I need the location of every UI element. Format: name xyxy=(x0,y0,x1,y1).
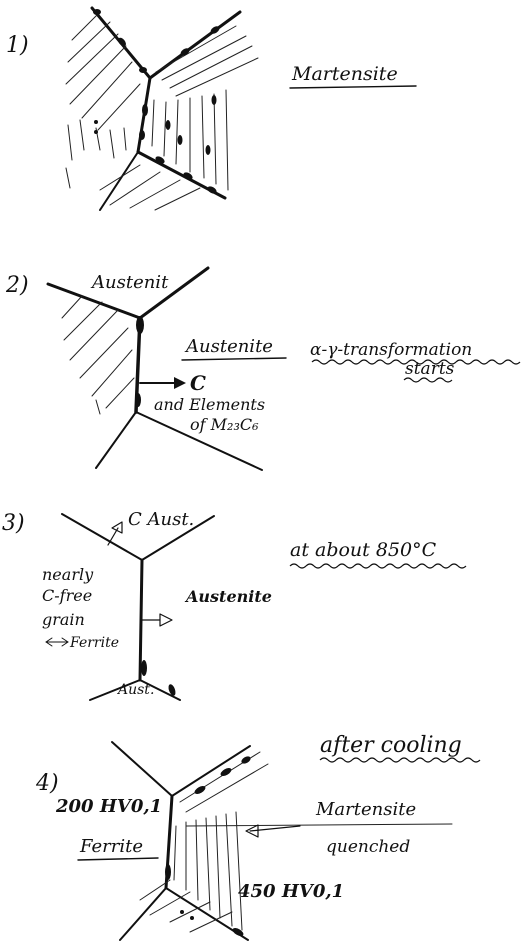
carbide-particles xyxy=(93,9,220,194)
panel-3-number: 3) xyxy=(2,511,25,536)
wavy-underline xyxy=(311,359,521,365)
panel-3: 3) C Aust. Austenite at about 850°C near… xyxy=(2,509,467,701)
after-cooling-title: after cooling xyxy=(320,733,462,758)
grain-boundary xyxy=(139,679,181,701)
grain-boundary xyxy=(141,515,215,561)
transformation-note: α-γ-transformation xyxy=(310,340,472,360)
panel-4: 4) after cooling xyxy=(35,733,481,941)
panel-1: 1) xyxy=(6,6,417,211)
carbide-particle xyxy=(136,316,144,334)
carbide-particle xyxy=(135,393,141,407)
double-arrow-icon xyxy=(45,637,69,647)
grain-boundary xyxy=(95,411,137,469)
carbide-particle xyxy=(168,684,176,696)
underline xyxy=(289,85,417,89)
martensite-label: Martensite xyxy=(291,63,398,85)
grain-boundary xyxy=(135,411,263,471)
panel-4-number: 4) xyxy=(35,771,59,796)
carbide-particle xyxy=(141,660,147,676)
grain-boundary xyxy=(61,513,143,561)
martensite-laths xyxy=(61,295,135,415)
elements-label: and Elements xyxy=(154,395,265,414)
wavy-underline xyxy=(289,563,467,569)
bottom-austenite-label: Aust. xyxy=(116,682,154,698)
ferrite-label: Ferrite xyxy=(79,836,143,857)
pointer-line xyxy=(185,823,453,827)
carbide-particles xyxy=(165,756,251,936)
grain-boundary xyxy=(119,887,167,941)
underline xyxy=(77,857,159,861)
martensite-laths xyxy=(65,11,259,211)
temperature-note: at about 850°C xyxy=(290,539,437,561)
nearly-label: nearly xyxy=(42,565,94,584)
wavy-underline xyxy=(319,757,481,763)
carbide-formula-label: of M₂₃C₆ xyxy=(190,415,259,434)
grain-boundary xyxy=(138,558,144,682)
grain-boundary xyxy=(46,282,142,320)
carbon-diffusion-arrow xyxy=(139,377,186,389)
grain-boundary xyxy=(111,741,173,797)
grain-boundary xyxy=(171,745,251,797)
panel-2-number: 2) xyxy=(5,273,29,298)
austenite-label: Austenite xyxy=(184,587,272,606)
grain-boundary xyxy=(138,266,210,320)
martensite-label: Martensite xyxy=(315,799,416,820)
grain-boundary xyxy=(99,151,139,211)
martensite-laths xyxy=(139,751,269,933)
diffusion-arrow-right xyxy=(141,613,173,627)
pointer-arrow xyxy=(245,824,301,838)
quenched-label: quenched xyxy=(326,837,410,857)
c-free-label: C-free xyxy=(42,586,92,605)
grain-boundary xyxy=(89,679,141,701)
hardness-ferrite-label: 200 HV0,1 xyxy=(55,796,162,817)
austenite-label: Austenite xyxy=(184,336,273,357)
panel-1-number: 1) xyxy=(6,33,29,58)
starts-note: starts xyxy=(405,359,455,379)
grain-label: grain xyxy=(42,610,85,629)
hardness-martensite-label: 450 HV0,1 xyxy=(238,881,344,902)
diffusion-arrow-up xyxy=(107,521,123,546)
carbon-label: C xyxy=(190,371,206,395)
ferrite-label: Ferrite xyxy=(69,635,119,651)
underline xyxy=(181,357,287,361)
panel-2: 2) Austenit Austenite C and Elements of … xyxy=(5,266,521,471)
carbon-austenite-label: C Aust. xyxy=(128,509,194,530)
wavy-underline xyxy=(403,377,453,383)
austenit-top-label: Austenit xyxy=(90,272,169,293)
